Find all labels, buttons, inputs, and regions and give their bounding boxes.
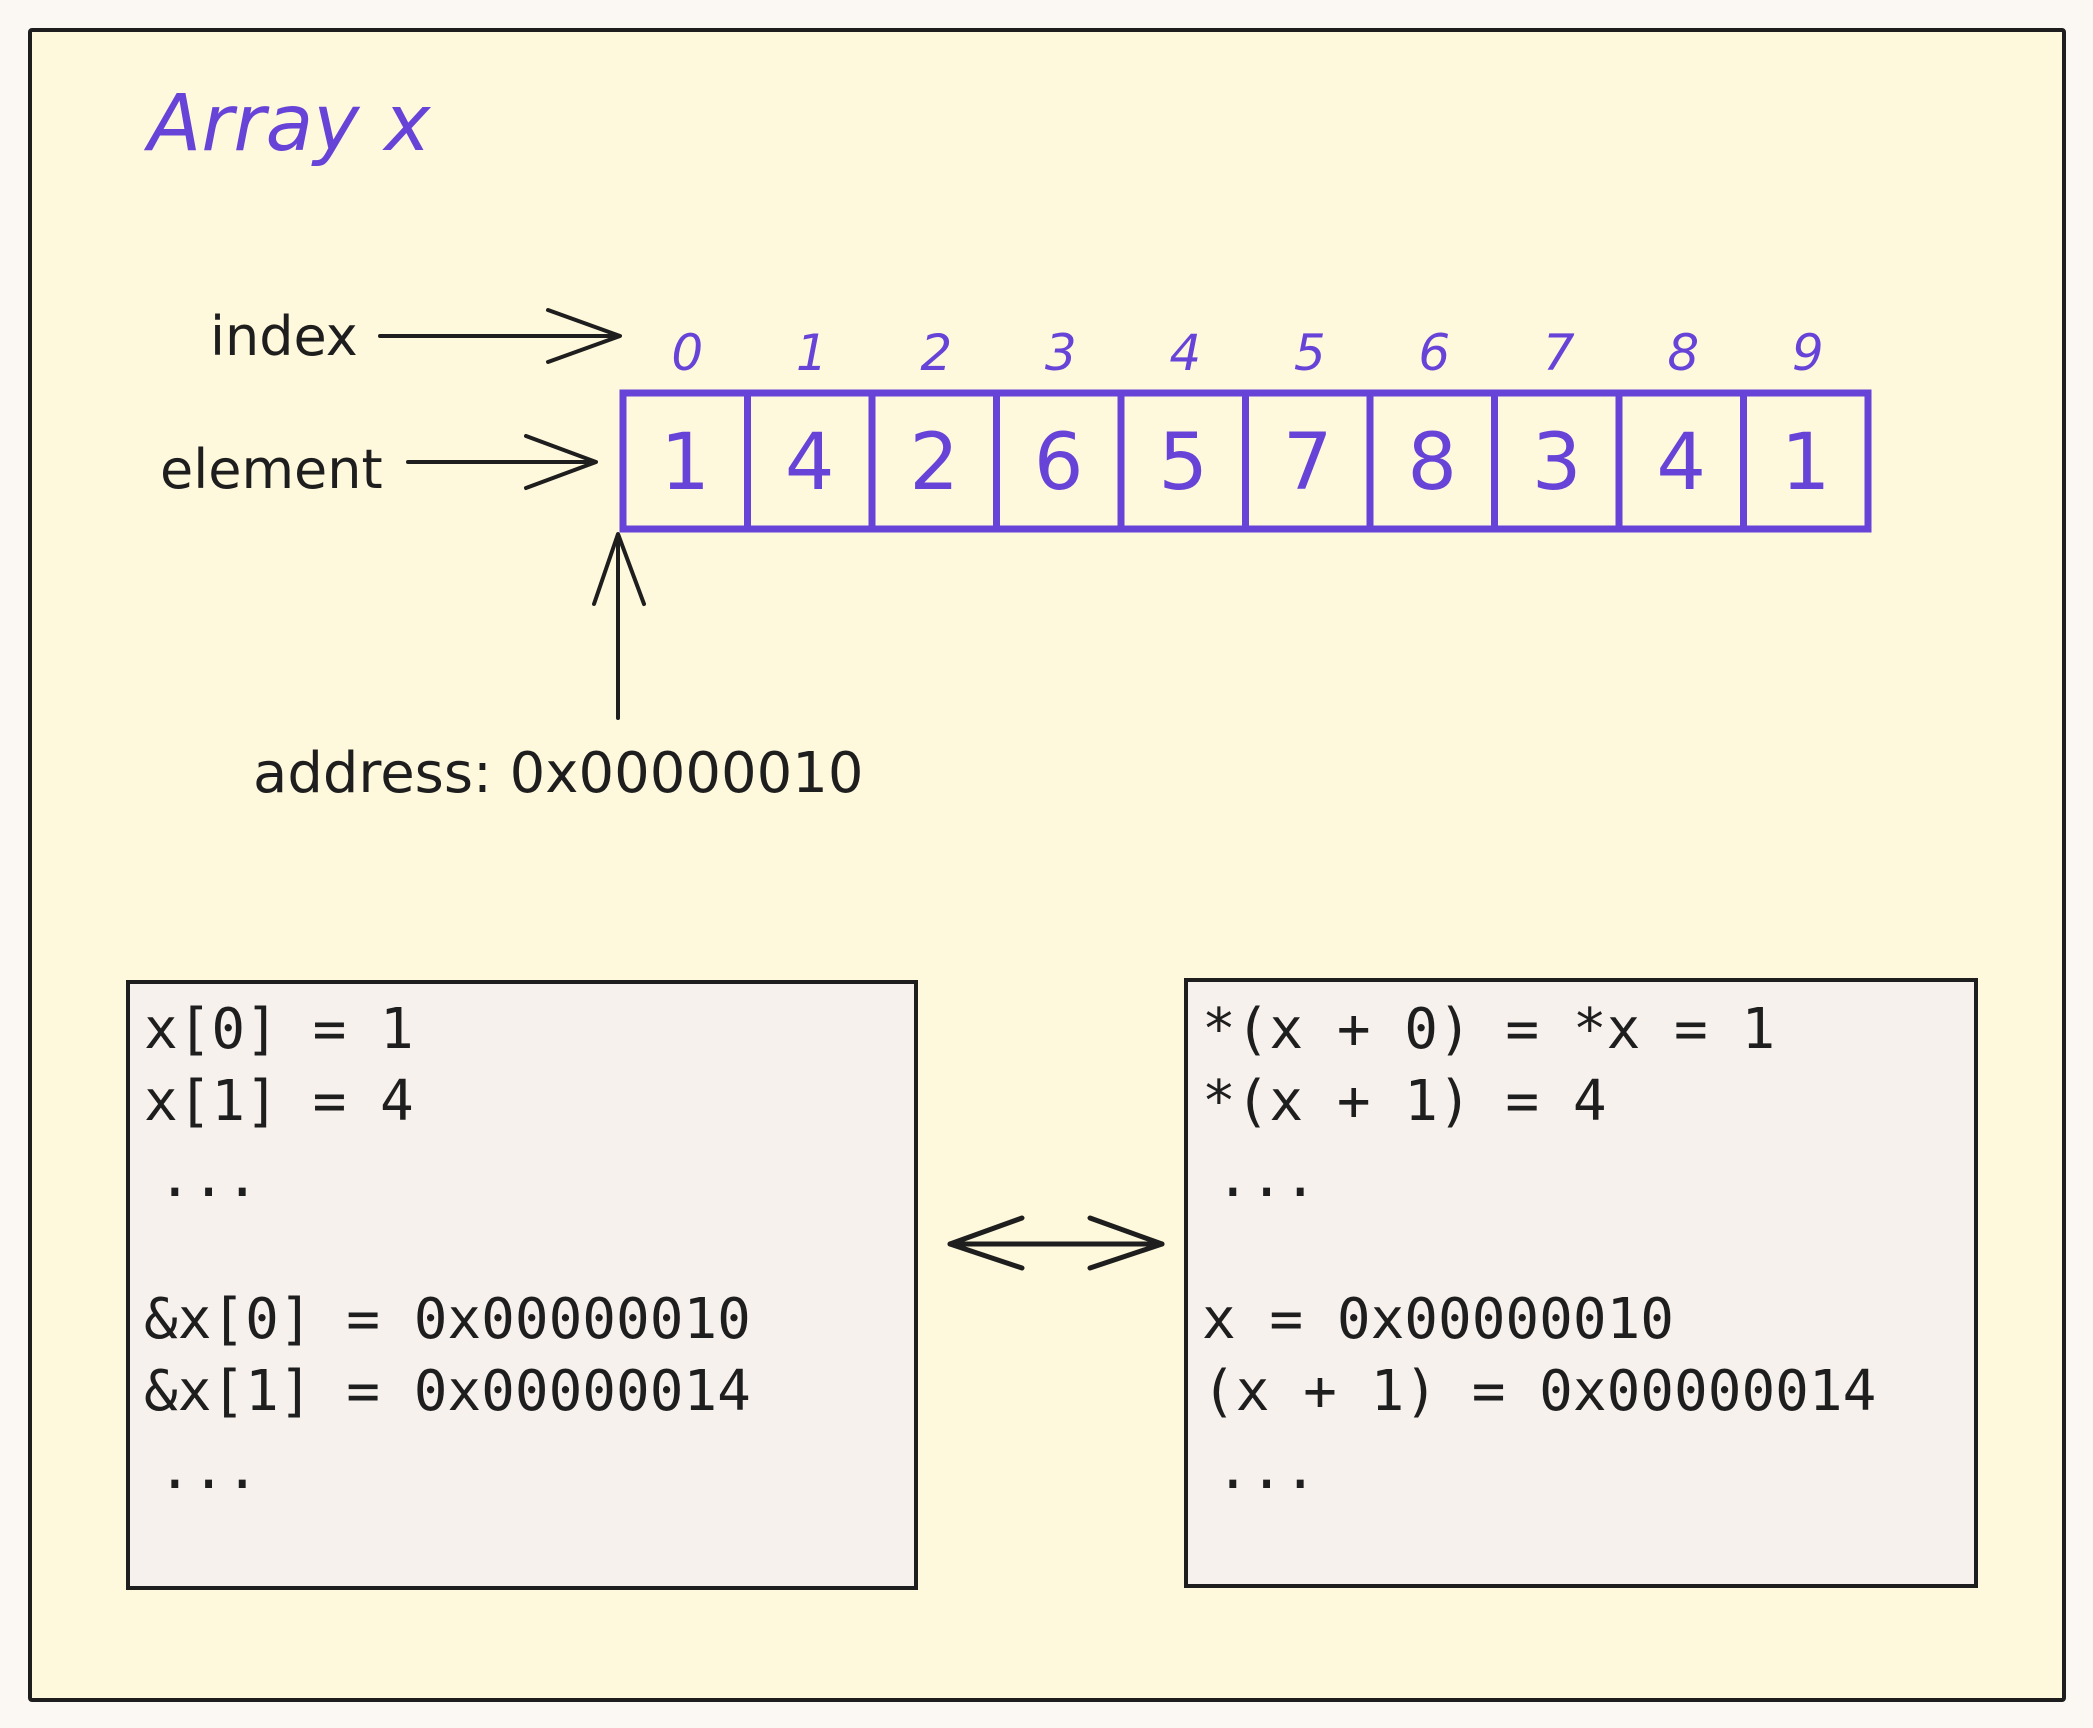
array-cell-value: 7 [1283, 418, 1333, 508]
array-index: 2 [920, 324, 952, 382]
left-code-box [126, 980, 918, 1590]
diagram-title: Array x [143, 79, 431, 169]
array-index: 8 [1667, 324, 1699, 382]
array-cell-box [1740, 389, 1872, 533]
array-cell: 4 [744, 389, 876, 533]
code-line: &x[1] = 0x00000014 [144, 1359, 751, 1424]
code-line: ... [158, 1437, 259, 1502]
array-cell-value: 1 [1781, 418, 1831, 508]
array-cell-value: 6 [1034, 418, 1084, 508]
array-index: 3 [1045, 324, 1077, 382]
array-cell-value: 5 [1158, 418, 1208, 508]
code-line: x[1] = 4 [144, 1069, 414, 1134]
array-index: 0 [671, 324, 703, 382]
code-line: &x[0] = 0x00000010 [144, 1287, 751, 1352]
double-arrow-icon [947, 1215, 1165, 1271]
code-line: ... [1216, 1437, 1317, 1502]
code-line: *(x + 1) = 4 [1202, 1069, 1607, 1134]
array-cell-value: 2 [909, 418, 959, 508]
code-line: (x + 1) = 0x00000014 [1202, 1359, 1876, 1424]
array-cell-value: 3 [1532, 418, 1582, 508]
array-cell-value: 4 [1656, 418, 1706, 508]
code-line: *(x + 0) = *x = 1 [1202, 997, 1775, 1062]
array-index: 7 [1543, 324, 1575, 382]
left-code-lines: x[0] = 1 x[1] = 4... &x[0] = 0x00000010&x[… [144, 997, 751, 1502]
address-label: address: 0x00000010 [253, 741, 863, 806]
index-arrow-icon [378, 308, 622, 364]
array-index: 4 [1169, 324, 1201, 382]
code-line: x[0] = 1 [144, 997, 414, 1062]
array-cell-value: 8 [1407, 418, 1457, 508]
right-code-lines: *(x + 0) = *x = 1 *(x + 1) = 4... x = 0x00… [1202, 997, 1876, 1502]
array-index: 5 [1294, 324, 1326, 382]
array-cell: 3 [1491, 389, 1623, 533]
right-code-box [1184, 978, 1978, 1588]
array-index: 6 [1418, 324, 1450, 382]
code-line: x = 0x00000010 [1202, 1287, 1674, 1352]
array-cell: 8 [1366, 389, 1498, 533]
array-cell: 1 [1740, 389, 1872, 533]
index-row: 0 1 2 3 4 5 6 7 8 9 [671, 324, 1823, 382]
array-cell-value: 4 [785, 418, 835, 508]
index-label: index [210, 305, 358, 368]
element-label: element [160, 438, 383, 501]
array-cell-value: 1 [660, 418, 710, 508]
array-index: 9 [1792, 324, 1824, 382]
address-arrow-icon [592, 532, 646, 720]
element-arrow-icon [406, 434, 598, 490]
code-line: ... [158, 1145, 259, 1210]
array-index: 1 [796, 324, 828, 382]
code-line: ... [1216, 1145, 1317, 1210]
